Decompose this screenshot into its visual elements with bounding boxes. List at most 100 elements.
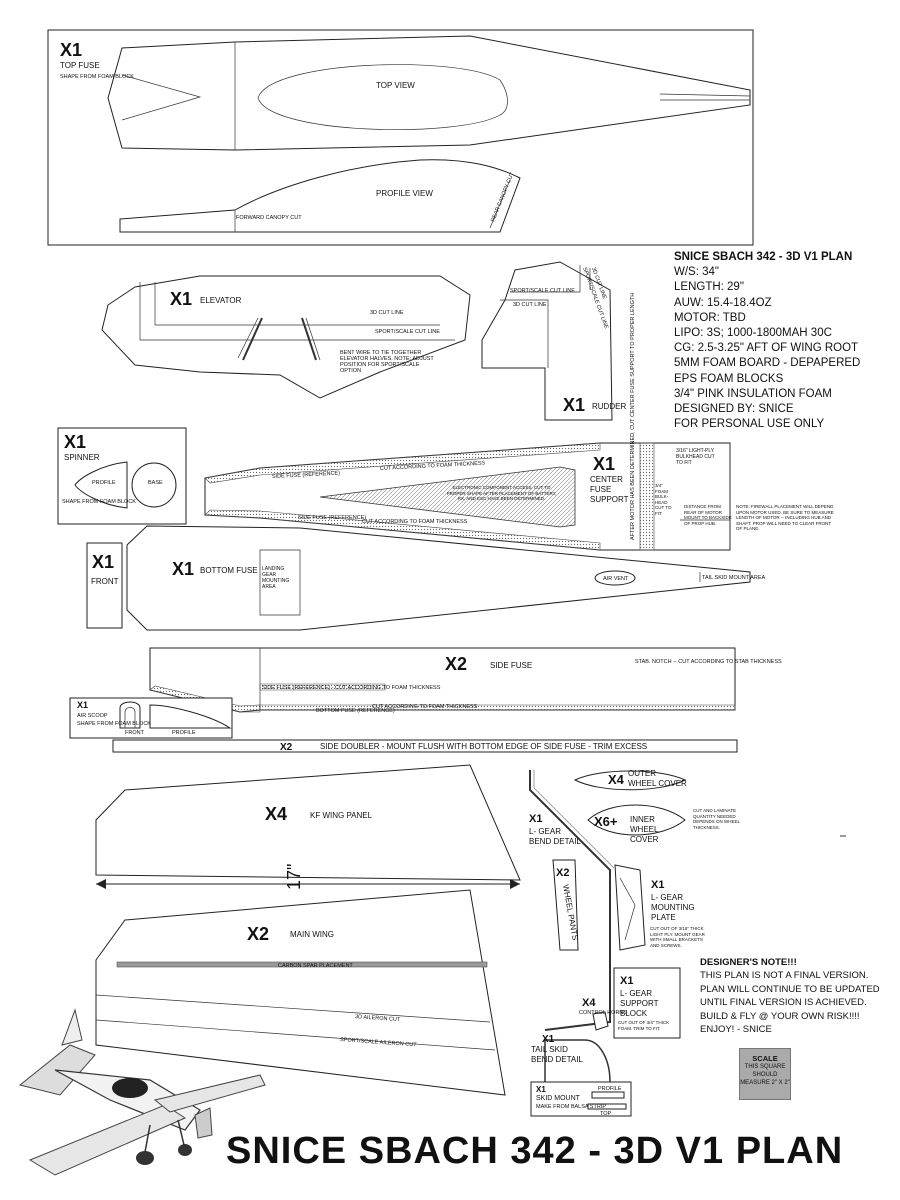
spec-line: 3/4" PINK INSULATION FOAM	[674, 387, 832, 400]
gear-plate-qty: X1	[651, 879, 664, 891]
designer-note-line: UNTIL FINAL VERSION IS ACHIEVED.	[700, 997, 867, 1009]
skid-mount-profile-shape	[591, 1091, 625, 1099]
elevator-cut-sport: SPORT/SCALE CUT LINE	[375, 329, 440, 335]
l-gear-wire	[529, 770, 611, 1031]
center-fuse-qty: X1	[593, 454, 615, 474]
skid-mount-qty: X1	[536, 1085, 546, 1094]
firewall-note-box: NOTE: FIREWALL PLACEMENT WILL DEPEND UPO…	[736, 504, 834, 531]
spinner-profile-label: PROFILE	[92, 480, 116, 486]
bottom-ref-label: BOTTOM FUSE (REFERENCE)	[316, 708, 395, 714]
side-fuse-qty: X2	[445, 654, 467, 674]
spar-label: CARBON SPAR PLACEMENT	[278, 963, 353, 969]
control-horns-qty: X4	[582, 997, 596, 1009]
elevator-cut-3d: 3D CUT LINE	[370, 310, 404, 316]
inner-cover-name-2: WHEEL	[630, 825, 659, 834]
profile-view-label: PROFILE VIEW	[376, 189, 433, 198]
spec-line: W/S: 34"	[674, 266, 719, 279]
access-note: ELECTRONIC COMPONENT ACCESS. CUT TO PROP…	[446, 485, 557, 501]
rudder-name: RUDDER	[592, 402, 626, 411]
gear-plate-note: CUT OUT OF 3/16" THICK LIGHT PLY. MOUNT …	[650, 926, 705, 948]
air-scoop-part: X1 AIR SCOOP SHAPE FROM FOAM BLOCK FRONT…	[69, 697, 233, 739]
distance-note: DISTANCE FROM REAR OF MOTOR MOUNT TO BAC…	[684, 504, 732, 526]
rudder-part: X1 RUDDER 3D CUT LINE SPORT/SCALE CUT LI…	[481, 261, 626, 421]
spec-line: AUW: 15.4-18.4OZ	[674, 296, 772, 309]
bottom-fuse-qty: X1	[172, 559, 194, 579]
skid-mount-profile: PROFILE	[598, 1086, 622, 1092]
firewall-note: NOTE: FIREWALL PLACEMENT WILL DEPEND UPO…	[736, 504, 834, 531]
rudder-cut-sport: SPORT/SCALE CUT LINE	[510, 288, 575, 294]
designer-note-line: PLAN WILL CONTINUE TO BE UPDATED	[700, 983, 880, 995]
aileron-3d-label: 3D AILERON CUT	[355, 1014, 401, 1023]
l-gear-name-2: BEND DETAIL	[529, 837, 581, 846]
gear-block-name-3: BLOCK	[620, 1009, 648, 1018]
center-fuse-part: X1 CENTER FUSE SUPPORT SIDE FUSE (REFERE…	[204, 293, 834, 551]
center-cut-bottom: CUT ACCORDING TO FOAM THICKNESS	[362, 519, 468, 525]
bulkhead-note-box: 3/16" LIGHT-PLY BULKHEAD CUT TO FIT	[676, 448, 715, 466]
l-gear-name-1: L- GEAR	[529, 827, 561, 836]
side-cut-label: CUT ACCORDING TO FOAM THICKNESS	[372, 704, 478, 710]
tail-skid-label: TAIL SKID MOUNT AREA	[702, 575, 765, 581]
spinner-name: SPINNER	[64, 453, 100, 462]
foam-bulkhead-note: 3/4" FOAM BULK-HEAD CUT TO FIT	[655, 483, 672, 516]
side-fuse-part: X2 SIDE FUSE STAB. NOTCH -- CUT ACCORDIN…	[149, 647, 782, 714]
gear-plate-note-box: CUT OUT OF 3/16" THICK LIGHT PLY. MOUNT …	[650, 926, 705, 948]
top-fuse-name: TOP FUSE	[60, 61, 100, 70]
gear-block-part: X1 L- GEAR SUPPORT BLOCK CUT OUT OF 3/4"…	[613, 967, 681, 1039]
side-ref-label: SIDE FUSE (REFERENCE) - CUT ACCORDING TO…	[262, 685, 441, 691]
control-horns-name: CONTROL HORNS	[579, 1010, 627, 1016]
side-doubler-text: SIDE DOUBLER - MOUNT FLUSH WITH BOTTOM E…	[320, 742, 647, 751]
designer-note-line: ENJOY! - SNICE	[700, 1024, 772, 1036]
outer-wheel-cover-part: X4 OUTER WHEEL COVER	[573, 769, 687, 791]
inner-wheel-cover-part: X6+ INNER WHEEL COVER CUT AND LAMINATE Q…	[587, 804, 740, 844]
spinner-base-label: BASE	[148, 480, 163, 486]
skid-mount-part: X1 SKID MOUNT MAKE FROM BALSA STRIP PROF…	[530, 1081, 632, 1117]
inner-cover-note-box: CUT AND LAMINATE QUANTITY NEEDED DEPENDS…	[693, 808, 740, 830]
front-outline	[86, 542, 123, 629]
landing-note: LANDING GEAR MOUNTING AREA	[262, 566, 290, 590]
front-part: X1 FRONT	[86, 542, 123, 629]
scale-text: THIS SQUARE SHOULD MEASURE 2" X 2"	[740, 1064, 790, 1086]
gear-block-name-2: SUPPORT	[620, 999, 659, 1008]
main-wing-name: MAIN WING	[290, 930, 334, 939]
landing-note-box: LANDING GEAR MOUNTING AREA	[262, 566, 290, 590]
skid-mount-frame	[530, 1081, 632, 1117]
top-fuse-part: X1 TOP FUSE SHAPE FROM FOAM BLOCK TOP VI…	[47, 29, 754, 246]
kf-wing-name: KF WING PANEL	[310, 811, 373, 820]
rudder-qty: X1	[563, 395, 585, 415]
inner-cover-note: CUT AND LAMINATE QUANTITY NEEDED DEPENDS…	[693, 808, 740, 830]
spinner-qty: X1	[64, 432, 86, 452]
air-vent-label: AIR VENT	[603, 576, 629, 582]
outer-cover-qty: X4	[608, 772, 625, 787]
gear-block-note-box: CUT OUT OF 3/4" THICK FOAM. TRIM TO FIT.	[618, 1020, 669, 1031]
bottom-fuse-name: BOTTOM FUSE	[200, 566, 258, 575]
designer-note-line: THIS PLAN IS NOT A FINAL VERSION.	[700, 970, 869, 982]
control-horns-part: X4 CONTROL HORNS	[579, 997, 627, 1031]
front-qty: X1	[92, 552, 114, 572]
air-scoop-profile-shape	[149, 704, 232, 729]
specs-title: SNICE SBACH 342 - 3D V1 PLAN	[674, 251, 853, 263]
gear-plate-name-2: MOUNTING	[651, 903, 695, 912]
side-doubler-qty: X2	[280, 742, 293, 753]
skid-mount-top-shape	[587, 1103, 627, 1110]
skid-mount-name: SKID MOUNT	[536, 1095, 581, 1102]
inner-cover-name-3: COVER	[630, 835, 659, 844]
outer-wheel-cover-shape	[573, 770, 687, 791]
top-fuse-note: SHAPE FROM FOAM BLOCK	[60, 74, 134, 80]
side-fuse-name: SIDE FUSE	[490, 661, 532, 670]
plan-title: SNICE SBACH 342 - 3D V1 PLAN	[226, 1130, 844, 1172]
elevator-note-box: BENT WIRE TO TIE TOGETHER ELEVATOR HALVE…	[340, 350, 434, 374]
elevator-note: BENT WIRE TO TIE TOGETHER ELEVATOR HALVE…	[340, 350, 434, 374]
wheel-pants-part: X2 WHEEL PANTS	[552, 859, 580, 951]
l-gear-part: X1 L- GEAR BEND DETAIL	[529, 770, 615, 1031]
distance-note-box: DISTANCE FROM REAR OF MOTOR MOUNT TO BAC…	[684, 504, 732, 526]
gear-block-qty: X1	[620, 975, 633, 987]
l-gear-qty: X1	[529, 813, 542, 825]
inner-wheel-cover-shape	[587, 804, 686, 836]
tail-skid-qty: X1	[542, 1034, 555, 1045]
outer-cover-name-2: WHEEL COVER	[628, 779, 687, 788]
wheel-pants-qty: X2	[556, 867, 569, 879]
spinner-part: X1 SPINNER PROFILE BASE SHAPE FROM FOAM …	[57, 427, 187, 525]
wheel-pants-shape	[552, 859, 579, 951]
spec-line: MOTOR: TBD	[674, 311, 746, 324]
